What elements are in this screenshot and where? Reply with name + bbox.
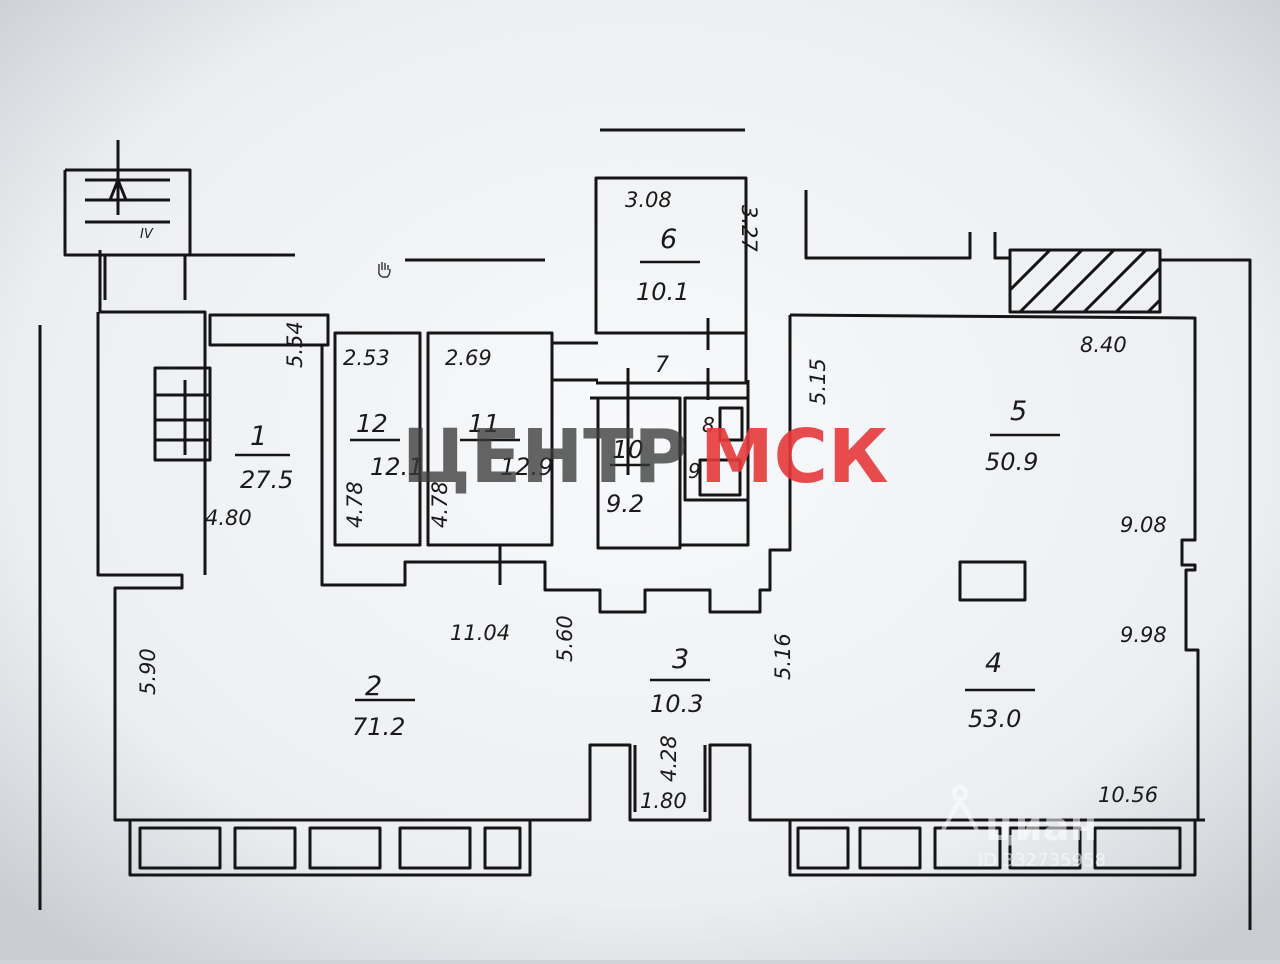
dimension-label: 11.04 xyxy=(450,621,510,645)
cian-logo-icon xyxy=(941,785,979,831)
dimension-label: 3.08 xyxy=(625,188,672,212)
room-1-number: 1 xyxy=(250,421,267,452)
room-4-number: 4 xyxy=(985,648,1002,679)
dimension-label: 8.40 xyxy=(1080,333,1127,357)
dimension-label: 3.27 xyxy=(737,205,761,252)
dimension-label: 4.80 xyxy=(205,506,252,530)
dimension-label: 10.56 xyxy=(1098,783,1158,807)
room-areas: 27.5 71.2 10.3 53.0 50.9 10.1 9.2 12.9 1… xyxy=(240,278,1038,741)
dimension-label: 5.16 xyxy=(771,633,795,680)
dimension-label: 5.54 xyxy=(283,321,307,368)
cian-listing-id: ID 332735958 xyxy=(978,850,1106,871)
dimension-label: 5.90 xyxy=(136,648,160,695)
dimension-label: 5.60 xyxy=(553,615,577,662)
watermark: ЦЕНТР МСК xyxy=(402,414,888,500)
room-9-number: 9 xyxy=(688,459,701,483)
room-3-number: 3 xyxy=(672,644,689,675)
room-2-area: 71.2 xyxy=(352,713,405,741)
cian-logo-text: циан xyxy=(985,804,1097,850)
dimension-label: 9.08 xyxy=(1120,513,1167,537)
dimension-label: 9.98 xyxy=(1120,623,1167,647)
room-2-number: 2 xyxy=(365,671,382,702)
cian-logo: циан ID 332735958 xyxy=(941,785,1106,871)
room-4-area: 53.0 xyxy=(968,705,1021,733)
room-3-area: 10.3 xyxy=(650,690,703,718)
watermark-left: ЦЕНТР xyxy=(402,414,688,500)
stair-mark: IV xyxy=(140,227,154,242)
dimension-label: 2.53 xyxy=(343,346,390,370)
room-5-area: 50.9 xyxy=(985,448,1038,476)
plan-walls xyxy=(38,128,1252,930)
dimension-label: 2.69 xyxy=(445,346,492,370)
dimension-labels: 3.08 3.27 2.53 2.69 5.54 4.78 4.78 4.80 … xyxy=(136,188,1167,813)
dimension-label: 4.28 xyxy=(657,735,681,782)
dimension-label: 1.80 xyxy=(640,789,687,813)
room-10-area: 9.2 xyxy=(606,490,644,518)
room-5-number: 5 xyxy=(1010,396,1027,427)
room-10-number: 10 xyxy=(612,435,644,464)
room-12-area: 12.1 xyxy=(370,453,423,481)
fraction-lines xyxy=(235,260,1060,702)
room-6-area: 10.1 xyxy=(636,278,689,306)
room-12-number: 12 xyxy=(356,409,388,438)
room-7-number: 7 xyxy=(655,353,669,378)
watermark-right: МСК xyxy=(700,414,888,500)
dimension-label: 5.15 xyxy=(806,358,830,405)
room-1-area: 27.5 xyxy=(240,466,293,494)
dimension-label: 4.78 xyxy=(428,481,452,528)
hand-cursor-icon xyxy=(378,262,391,278)
room-numbers: 1 2 3 4 5 6 7 8 9 10 11 12 xyxy=(250,224,1027,702)
room-8-number: 8 xyxy=(702,413,715,437)
dimension-label: 4.78 xyxy=(343,481,367,528)
room-11-number: 11 xyxy=(468,409,500,438)
room-11-area: 12.9 xyxy=(500,453,553,481)
room-6-number: 6 xyxy=(660,224,677,255)
